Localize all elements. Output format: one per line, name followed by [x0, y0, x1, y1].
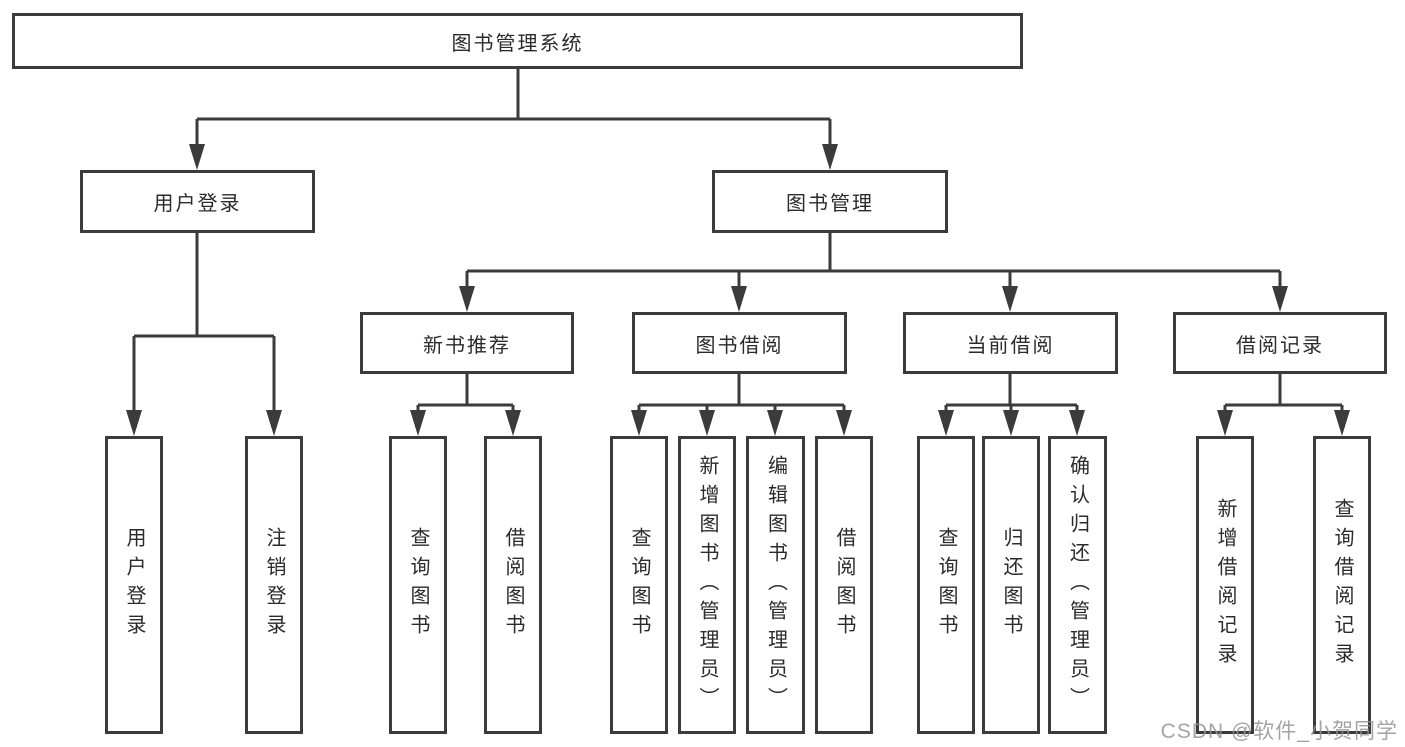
leaf-current-query-label: 查询图书 — [935, 527, 957, 643]
arrowhead — [836, 410, 852, 436]
arrowhead — [410, 410, 426, 436]
connector-root — [195, 68, 832, 150]
arrowhead — [505, 410, 521, 436]
node-borrow-record-label: 借阅记录 — [1236, 334, 1324, 357]
arrowhead — [126, 410, 142, 436]
leaf-newbook-borrow-label: 借阅图书 — [502, 527, 524, 643]
leaf-current-confirm: 确认归还（管理员） — [1048, 436, 1107, 734]
node-borrow-record: 借阅记录 — [1173, 312, 1387, 374]
leaf-borrow-book: 借阅图书 — [815, 436, 873, 734]
leaf-user-login-label: 用户登录 — [123, 527, 145, 643]
arrowhead — [189, 144, 205, 170]
arrowhead — [731, 286, 747, 312]
node-root-label: 图书管理系统 — [451, 32, 584, 55]
node-book-borrow: 图书借阅 — [632, 312, 847, 374]
leaf-borrow-book-label: 借阅图书 — [833, 527, 855, 643]
leaf-logout: 注销登录 — [245, 436, 303, 734]
arrowhead — [1272, 286, 1288, 312]
leaf-record-add-label: 新增借阅记录 — [1214, 498, 1236, 672]
leaf-record-query-label: 查询借阅记录 — [1331, 498, 1353, 672]
connector-user-login — [132, 233, 276, 416]
node-user-login-label: 用户登录 — [153, 193, 242, 215]
leaf-borrow-query-label: 查询图书 — [628, 527, 650, 643]
leaf-borrow-edit: 编辑图书（管理员） — [746, 436, 805, 734]
node-new-book-recommend-label: 新书推荐 — [423, 334, 511, 357]
leaf-newbook-borrow: 借阅图书 — [484, 436, 542, 734]
leaf-record-add: 新增借阅记录 — [1196, 436, 1254, 734]
node-root: 图书管理系统 — [12, 13, 1023, 69]
arrowhead — [459, 286, 475, 312]
leaf-record-query: 查询借阅记录 — [1313, 436, 1371, 734]
connector-current-borrow — [944, 373, 1079, 416]
leaf-user-login: 用户登录 — [105, 436, 163, 734]
leaf-borrow-add-label: 新增图书（管理员） — [696, 454, 718, 716]
arrowhead — [699, 410, 715, 436]
arrowhead — [1003, 410, 1019, 436]
node-book-management: 图书管理 — [712, 170, 948, 233]
leaf-borrow-query: 查询图书 — [610, 436, 668, 734]
node-book-borrow-label: 图书借阅 — [695, 334, 784, 357]
node-new-book-recommend: 新书推荐 — [360, 312, 574, 374]
arrowhead — [822, 144, 838, 170]
leaf-current-return: 归还图书 — [982, 436, 1040, 734]
csdn-watermark: CSDN @软件_小贺同学 — [1160, 720, 1398, 743]
arrowhead — [938, 410, 954, 436]
leaf-borrow-edit-label: 编辑图书（管理员） — [764, 454, 787, 716]
arrowhead — [1217, 410, 1233, 436]
arrowhead — [767, 410, 783, 436]
node-book-management-label: 图书管理 — [786, 193, 874, 215]
node-user-login: 用户登录 — [80, 170, 315, 233]
connector-borrow-record — [1223, 373, 1344, 416]
leaf-newbook-query: 查询图书 — [389, 436, 447, 734]
connector-book-borrow — [637, 373, 846, 416]
arrowhead — [1069, 410, 1085, 436]
connector-book-management — [465, 233, 1282, 292]
arrowhead — [631, 410, 647, 436]
node-current-borrow: 当前借阅 — [903, 312, 1118, 374]
connector-new-book — [416, 374, 515, 416]
leaf-logout-label: 注销登录 — [263, 527, 285, 643]
leaf-current-query: 查询图书 — [917, 436, 975, 734]
leaf-newbook-query-label: 查询图书 — [407, 527, 429, 643]
leaf-current-return-label: 归还图书 — [1000, 527, 1022, 643]
arrowhead — [1002, 286, 1018, 312]
arrowhead — [1334, 410, 1350, 436]
arrowhead — [266, 410, 282, 436]
leaf-borrow-add: 新增图书（管理员） — [678, 436, 736, 734]
node-current-borrow-label: 当前借阅 — [966, 334, 1055, 357]
leaf-current-confirm-label: 确认归还（管理员） — [1066, 454, 1089, 716]
